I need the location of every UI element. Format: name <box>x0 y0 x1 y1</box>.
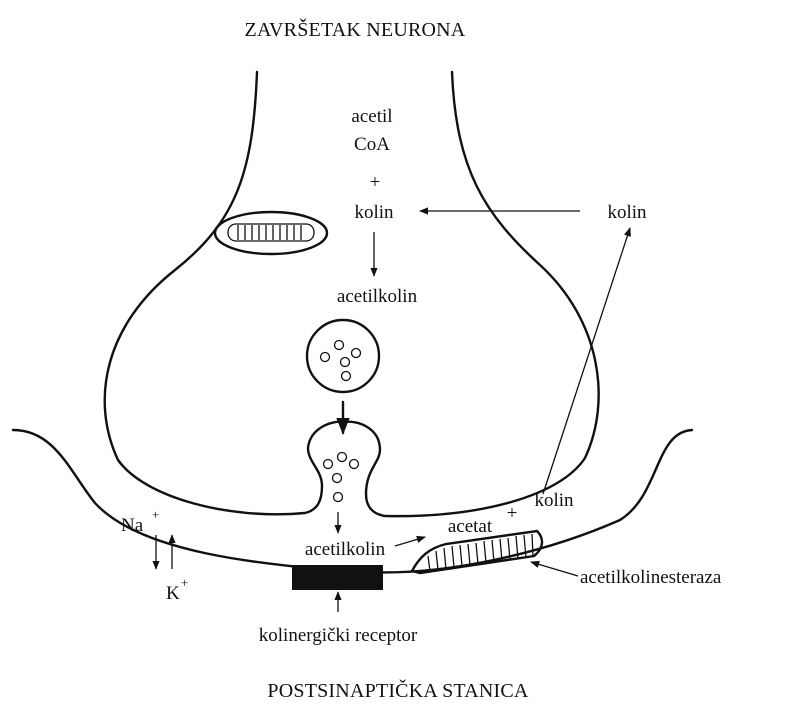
label-k-charge: + <box>181 575 188 590</box>
label-acetilkolin-upper: acetilkolin <box>337 286 418 307</box>
label-na-charge: + <box>152 507 159 522</box>
label-plus-synthesis: + <box>370 172 381 193</box>
mitochondrion-icon <box>215 212 327 254</box>
title-neuron-terminal: ZAVRŠETAK NEURONA <box>245 17 466 41</box>
presynaptic-membrane-left <box>105 72 322 514</box>
vesicle-icon <box>307 320 379 392</box>
label-kolin-right: kolin <box>607 202 647 223</box>
fusing-vesicle-contents <box>324 453 359 502</box>
acetylcholinesterase-block <box>412 531 542 573</box>
label-kolin-inside: kolin <box>354 202 394 223</box>
label-na: Na <box>121 515 144 536</box>
label-plus-hydrolysis: + <box>507 503 518 524</box>
arrow-enzyme-pointer <box>531 562 578 576</box>
label-k: K <box>166 583 180 604</box>
label-kolin-cleft: kolin <box>534 490 574 511</box>
label-kolinergicki-receptor: kolinergički receptor <box>259 625 418 646</box>
label-acetilkolinesteraza: acetilkolinesteraza <box>580 567 722 588</box>
arrow-hydrolysis <box>395 537 425 546</box>
label-coa: CoA <box>354 134 390 155</box>
label-acetat: acetat <box>448 516 493 537</box>
title-postsynaptic-cell: POSTSINAPTIČKA STANICA <box>267 678 529 702</box>
cholinergic-receptor <box>292 565 383 590</box>
label-acetil: acetil <box>351 106 392 127</box>
label-acetilkolin-lower: acetilkolin <box>305 539 386 560</box>
